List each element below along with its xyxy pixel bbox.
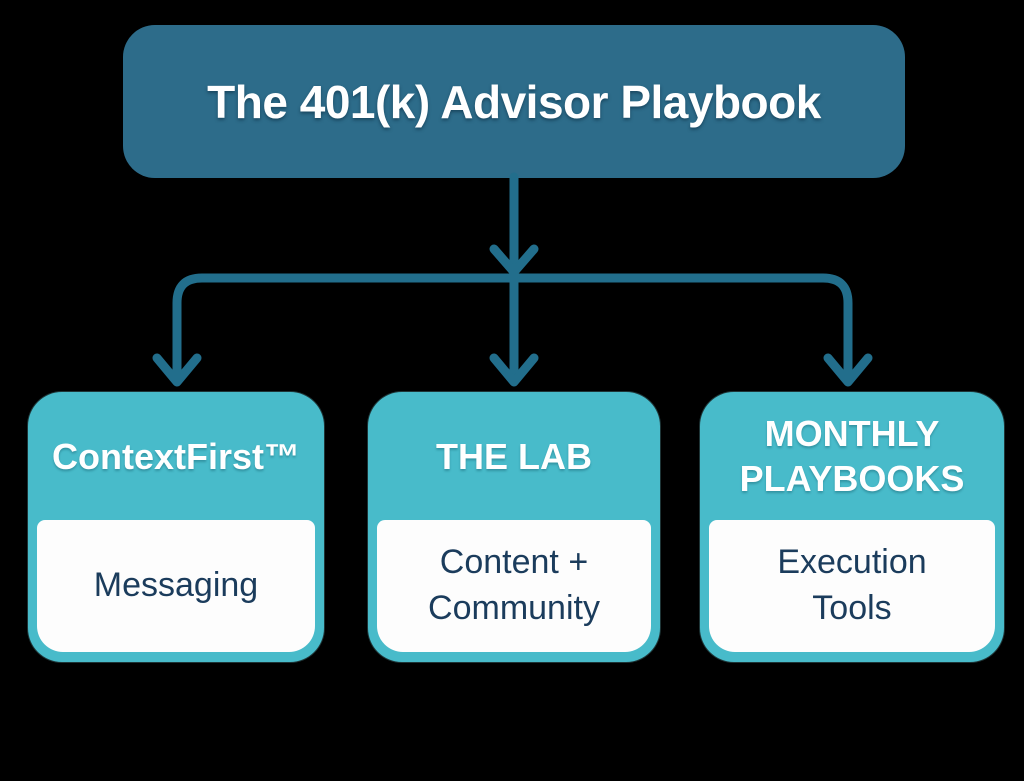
node-monthly-playbooks-body: Execution Tools [709,520,995,652]
node-the-lab-body: Content + Community [377,520,651,652]
arrowhead-right [823,353,873,387]
node-contextfirst-body: Messaging [37,520,315,652]
node-monthly-playbooks: MONTHLY PLAYBOOKS Execution Tools [700,392,1004,662]
branch-line [172,273,853,381]
node-contextfirst-heading: ContextFirst™ [51,435,300,477]
arrowhead-center [489,353,539,387]
root-node: The 401(k) Advisor Playbook [123,25,905,178]
root-node-title: The 401(k) Advisor Playbook [207,75,821,128]
node-the-lab-heading: THE LAB [436,435,592,477]
arrowhead-left [152,353,202,387]
node-monthly-playbooks-heading: MONTHLY PLAYBOOKS [739,413,965,499]
node-contextfirst: ContextFirst™ Messaging [28,392,324,662]
node-the-lab: THE LAB Content + Community [368,392,660,662]
arrowhead-top-center [489,244,539,277]
